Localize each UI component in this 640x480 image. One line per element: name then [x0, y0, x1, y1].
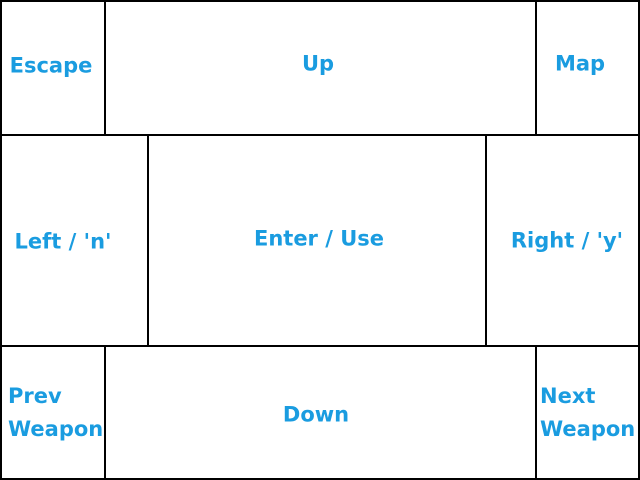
prev-weapon-label-line1: Prev [8, 384, 62, 408]
right-zone[interactable] [485, 134, 640, 347]
escape-label: Escape [9, 53, 93, 78]
up-zone[interactable] [104, 0, 537, 136]
prev-weapon-label-line2: Weapon [8, 417, 104, 441]
up-label: Up [301, 51, 335, 76]
left-label: Left / 'n' [14, 229, 112, 254]
escape-zone[interactable] [0, 0, 106, 136]
right-label: Right / 'y' [510, 228, 624, 253]
next-weapon-label-line1: Next [540, 384, 596, 408]
next-weapon-zone[interactable] [535, 345, 640, 480]
prev-weapon-label: Prev Weapon [8, 380, 103, 446]
prev-weapon-zone[interactable] [0, 345, 106, 480]
next-weapon-label: Next Weapon [540, 380, 635, 446]
enter-use-zone[interactable] [147, 134, 487, 347]
down-zone[interactable] [104, 345, 537, 480]
map-label: Map [554, 51, 606, 76]
next-weapon-label-line2: Weapon [540, 417, 636, 441]
down-label: Down [282, 402, 350, 427]
enter-use-label: Enter / Use [253, 226, 385, 251]
